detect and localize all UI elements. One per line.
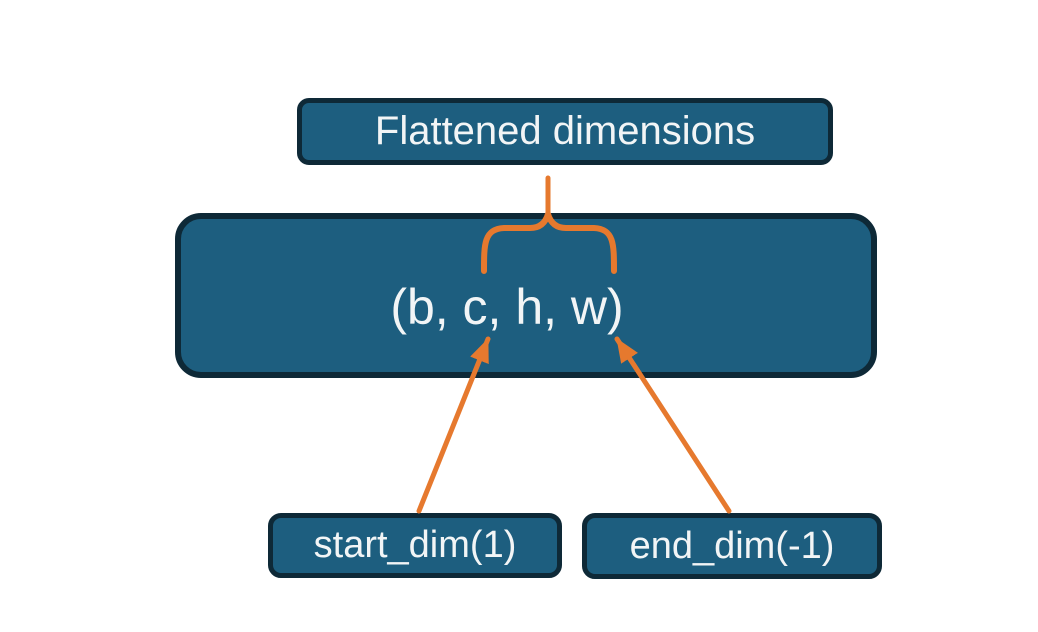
node-flattened-dimensions-label: Flattened dimensions xyxy=(374,109,756,153)
node-flattened-dimensions: Flattened dimensions xyxy=(297,98,833,165)
node-tensor-shape: (b, c, h, w) xyxy=(175,213,877,378)
node-end-dim-label: end_dim(-1) xyxy=(629,524,835,567)
node-start-dim-label: start_dim(1) xyxy=(313,524,517,566)
node-start-dim: start_dim(1) xyxy=(268,513,562,578)
node-end-dim: end_dim(-1) xyxy=(582,513,882,579)
node-tensor-shape-label: (b, c, h, w) xyxy=(390,278,624,335)
